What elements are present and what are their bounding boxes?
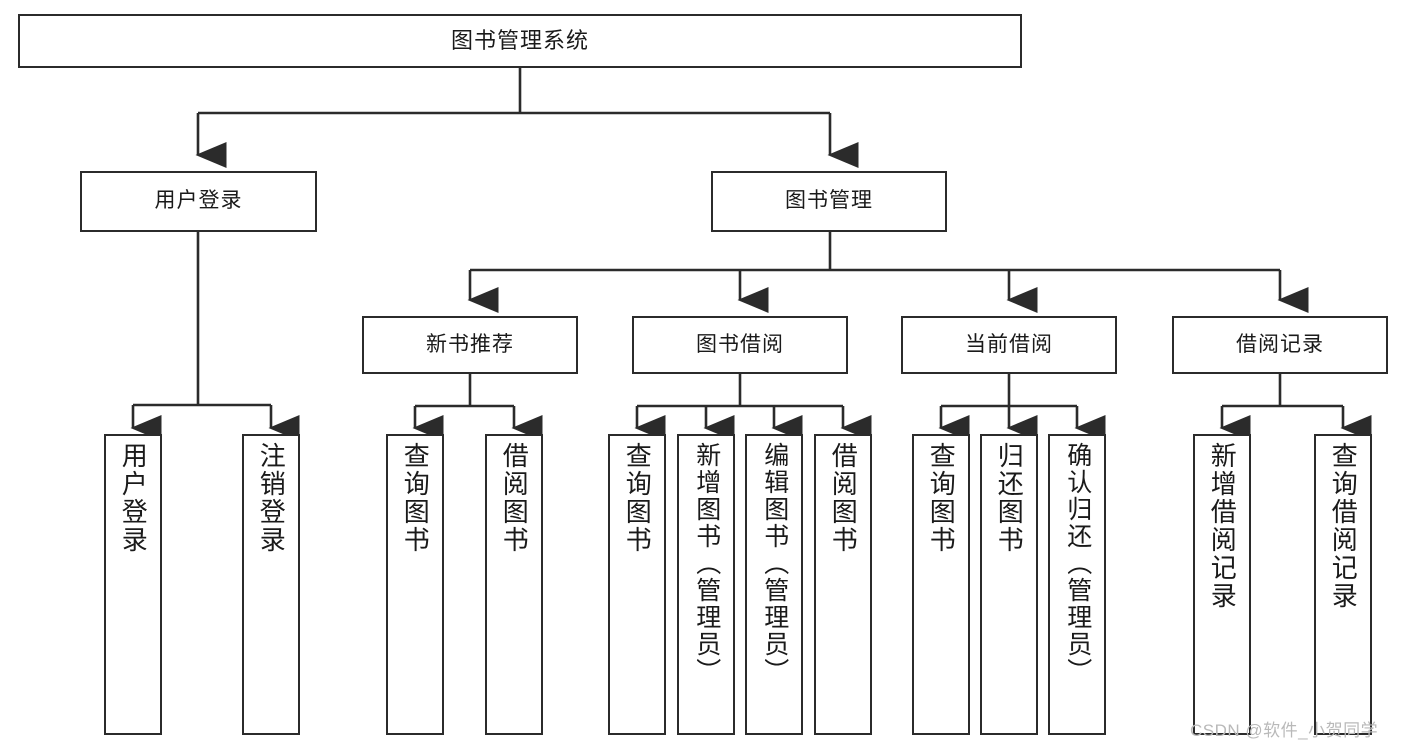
leaf-current-query-book[interactable]: 查询图书 — [912, 434, 970, 735]
node-label: 用户登录 — [118, 442, 149, 554]
node-label: 借阅图书 — [828, 442, 859, 554]
node-book-management[interactable]: 图书管理 — [711, 171, 947, 232]
node-label: 查询图书 — [926, 442, 957, 554]
node-label: 图书管理系统 — [450, 28, 589, 54]
node-label: 注销登录 — [256, 442, 287, 554]
leaf-borrow-query-book[interactable]: 查询图书 — [608, 434, 666, 735]
node-label: 新增借阅记录 — [1207, 442, 1238, 610]
node-label: 当前借阅 — [965, 332, 1053, 356]
csdn-watermark: CSDN @软件_小贺同学 — [1190, 721, 1379, 740]
node-label: 借阅记录 — [1236, 332, 1324, 356]
leaf-user-login-signin[interactable]: 用户登录 — [104, 434, 162, 735]
node-label: 查询借阅记录 — [1328, 442, 1359, 610]
node-label: 确认归还（管理员） — [1063, 442, 1092, 685]
node-borrow-record[interactable]: 借阅记录 — [1172, 316, 1388, 374]
node-label: 用户登录 — [154, 189, 243, 213]
node-label: 新增图书（管理员） — [692, 442, 721, 685]
node-label: 新书推荐 — [426, 332, 514, 356]
leaf-borrow-edit-book-admin[interactable]: 编辑图书（管理员） — [745, 434, 803, 735]
leaf-current-return-book[interactable]: 归还图书 — [980, 434, 1038, 735]
node-user-login[interactable]: 用户登录 — [80, 171, 317, 232]
node-root-system[interactable]: 图书管理系统 — [18, 14, 1022, 68]
node-book-borrow[interactable]: 图书借阅 — [632, 316, 848, 374]
leaf-new-book-borrow[interactable]: 借阅图书 — [485, 434, 543, 735]
leaf-user-login-signout[interactable]: 注销登录 — [242, 434, 300, 735]
node-label: 查询图书 — [400, 442, 431, 554]
node-label: 图书管理 — [785, 189, 873, 213]
node-label: 图书借阅 — [696, 332, 784, 356]
leaf-record-add-borrow-record[interactable]: 新增借阅记录 — [1193, 434, 1251, 735]
leaf-borrow-add-book-admin[interactable]: 新增图书（管理员） — [677, 434, 735, 735]
node-label: 归还图书 — [994, 442, 1025, 554]
node-new-book-recommend[interactable]: 新书推荐 — [362, 316, 578, 374]
node-current-borrow[interactable]: 当前借阅 — [901, 316, 1117, 374]
node-label: 查询图书 — [622, 442, 653, 554]
leaf-record-query-borrow-record[interactable]: 查询借阅记录 — [1314, 434, 1372, 735]
node-label: 借阅图书 — [499, 442, 530, 554]
leaf-new-book-query[interactable]: 查询图书 — [386, 434, 444, 735]
leaf-current-confirm-return-admin[interactable]: 确认归还（管理员） — [1048, 434, 1106, 735]
leaf-borrow-borrow-book[interactable]: 借阅图书 — [814, 434, 872, 735]
node-label: 编辑图书（管理员） — [760, 442, 789, 685]
